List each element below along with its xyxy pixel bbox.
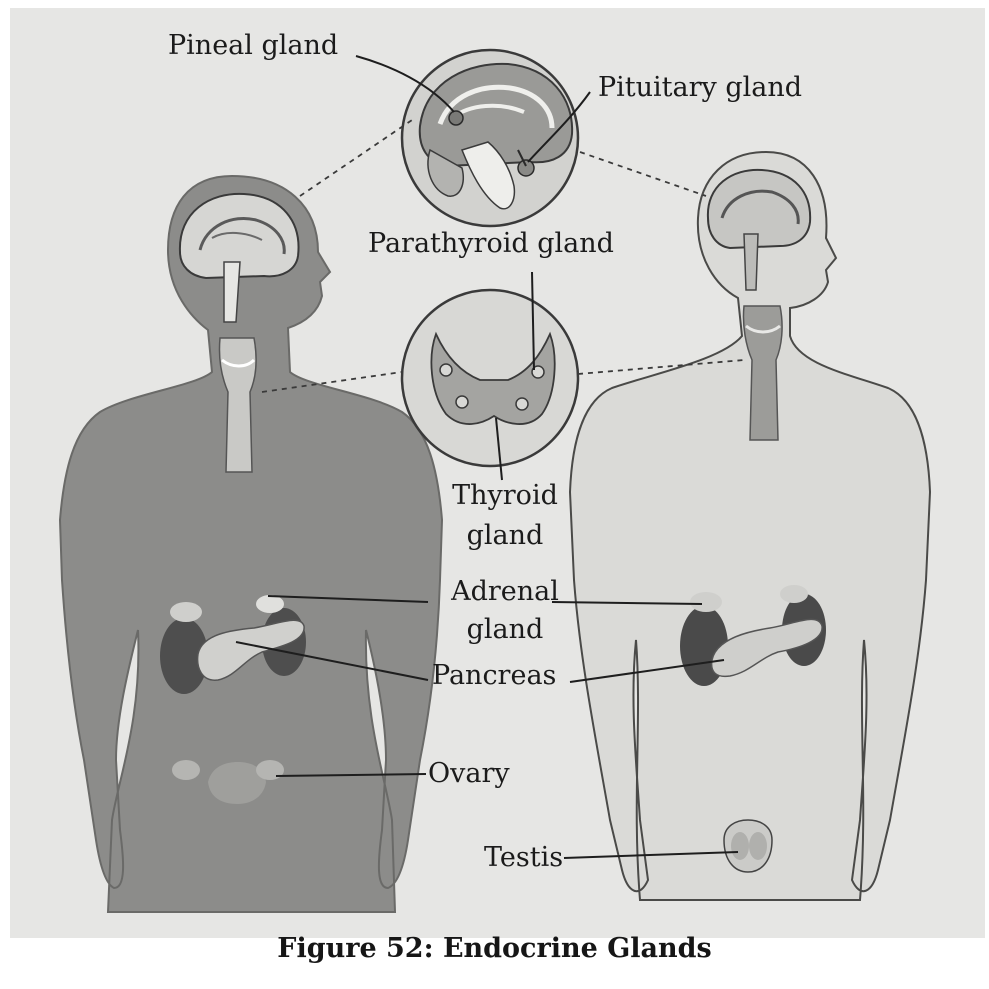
parathyroid-dot-3	[516, 398, 528, 410]
label-thyroid-gland-line1: Thyroid	[420, 480, 590, 511]
male-testis-right	[749, 832, 767, 860]
label-parathyroid-gland: Parathyroid gland	[368, 228, 614, 259]
male-testis-left	[731, 832, 749, 860]
female-figure	[60, 176, 442, 912]
female-ovary-left	[172, 760, 200, 780]
thyroid-inset	[402, 290, 578, 466]
label-testis: Testis	[484, 842, 563, 873]
female-adrenal-left	[170, 602, 202, 622]
label-adrenal-gland-line2: gland	[420, 614, 590, 645]
parathyroid-dot-2	[456, 396, 468, 408]
female-body-silhouette	[60, 176, 442, 912]
male-brainstem	[744, 234, 758, 290]
pituitary-gland-dot	[518, 160, 534, 176]
pineal-gland-dot	[449, 111, 463, 125]
female-adrenal-right	[256, 595, 284, 613]
label-pituitary-gland: Pituitary gland	[598, 72, 802, 103]
male-adrenal-right	[780, 585, 808, 603]
label-pancreas: Pancreas	[432, 660, 556, 691]
label-pineal-gland: Pineal gland	[168, 30, 338, 61]
male-figure	[570, 152, 930, 900]
label-ovary: Ovary	[428, 758, 510, 789]
label-adrenal-gland-line1: Adrenal	[420, 576, 590, 607]
male-adrenal-left	[690, 592, 722, 612]
label-thyroid-gland-line2: gland	[420, 520, 590, 551]
female-ovary-right	[256, 760, 284, 780]
parathyroid-dot-1	[440, 364, 452, 376]
figure-caption: Figure 52: Endocrine Glands	[0, 933, 989, 964]
